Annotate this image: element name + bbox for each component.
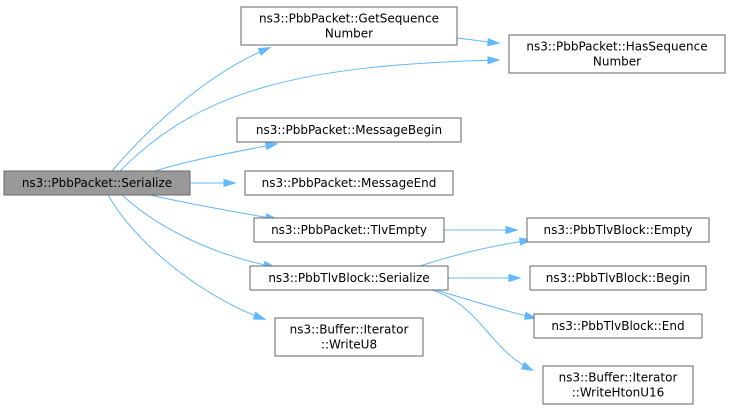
edge-line <box>121 194 275 268</box>
node-box[interactable] <box>533 313 703 339</box>
edge-serialize-to-tlvempty <box>149 194 279 222</box>
node-box[interactable] <box>236 117 462 143</box>
edge-serialize-to-msgend <box>190 178 237 188</box>
edge-serialize-to-msgbegin <box>154 141 279 172</box>
edge-arrowhead <box>520 361 535 372</box>
node-label: Number <box>593 55 641 69</box>
node-label: ns3::PbbTlvBlock::Begin <box>546 271 691 285</box>
node-box[interactable] <box>253 217 445 243</box>
node-label: ns3::Buffer::Iterator <box>290 323 409 337</box>
edge-line <box>154 143 277 172</box>
node-label: ::WriteHtonU16 <box>572 386 665 400</box>
edge-line <box>107 194 265 320</box>
node-box[interactable] <box>529 265 707 291</box>
node-box[interactable] <box>542 365 694 405</box>
node-box[interactable] <box>244 170 454 196</box>
node-box[interactable] <box>240 6 458 46</box>
edge-serialize-to-hasseq <box>119 56 501 172</box>
node-msgend[interactable]: ns3::PbbPacket::MessageEnd <box>244 170 454 196</box>
node-msgbegin[interactable]: ns3::PbbPacket::MessageBegin <box>236 117 462 143</box>
edge-serialize-to-getseq <box>111 47 272 172</box>
node-label: ns3::PbbTlvBlock::Serialize <box>268 271 429 285</box>
edge-arrowhead <box>252 311 267 320</box>
edge-arrowhead <box>257 47 272 56</box>
edge-arrowhead <box>223 178 237 188</box>
node-end[interactable]: ns3::PbbTlvBlock::End <box>533 313 703 339</box>
node-label: ::WriteU8 <box>321 338 377 352</box>
edge-line <box>419 239 531 267</box>
edge-arrowhead <box>487 56 501 65</box>
node-label: ns3::PbbPacket::Serialize <box>22 176 172 190</box>
node-box[interactable] <box>526 217 710 243</box>
edge-serialize-to-tlvserialize <box>121 194 277 270</box>
edge-arrowhead <box>264 141 279 151</box>
edge-tlvserialize-to-writehton <box>431 289 535 372</box>
node-label: ns3::PbbPacket::TlvEmpty <box>271 223 427 237</box>
node-label: ns3::PbbTlvBlock::Empty <box>543 223 692 237</box>
node-label: ns3::Buffer::Iterator <box>559 371 678 385</box>
node-empty[interactable]: ns3::PbbTlvBlock::Empty <box>526 217 710 243</box>
nodes-layer: ns3::PbbPacket::Serializens3::PbbPacket:… <box>3 6 726 405</box>
node-writeu8[interactable]: ns3::Buffer::Iterator::WriteU8 <box>274 317 424 357</box>
edge-getseq-to-hasseq <box>456 37 501 47</box>
edge-arrowhead <box>505 225 519 235</box>
node-box[interactable] <box>3 170 191 196</box>
edge-line <box>111 47 270 172</box>
node-label: ns3::PbbPacket::HasSequence <box>526 40 707 54</box>
node-tlvempty[interactable]: ns3::PbbPacket::TlvEmpty <box>253 217 445 243</box>
node-label: ns3::PbbPacket::GetSequence <box>259 12 439 26</box>
node-box[interactable] <box>249 265 449 291</box>
edges-layer <box>107 37 538 372</box>
node-begin[interactable]: ns3::PbbTlvBlock::Begin <box>529 265 707 291</box>
edge-serialize-to-writeu8 <box>107 194 267 320</box>
node-label: Number <box>325 27 373 41</box>
node-label: ns3::PbbTlvBlock::End <box>551 319 684 333</box>
edge-tlvempty-to-empty <box>444 225 519 235</box>
edge-line <box>119 59 499 172</box>
node-label: ns3::PbbPacket::MessageBegin <box>256 123 442 137</box>
edge-line <box>431 289 533 371</box>
edge-arrowhead <box>523 311 538 320</box>
edge-tlvserialize-to-end <box>435 289 538 320</box>
node-label: ns3::PbbPacket::MessageEnd <box>262 176 437 190</box>
edge-tlvserialize-to-begin <box>448 273 522 283</box>
edge-line <box>435 289 536 319</box>
node-box[interactable] <box>508 34 726 74</box>
node-writehton[interactable]: ns3::Buffer::Iterator::WriteHtonU16 <box>542 365 694 405</box>
node-serialize[interactable]: ns3::PbbPacket::Serialize <box>3 170 191 196</box>
node-box[interactable] <box>274 317 424 357</box>
edge-line <box>149 194 277 220</box>
edge-arrowhead <box>487 38 501 47</box>
node-tlvserialize[interactable]: ns3::PbbTlvBlock::Serialize <box>249 265 449 291</box>
edge-arrowhead <box>508 273 522 283</box>
